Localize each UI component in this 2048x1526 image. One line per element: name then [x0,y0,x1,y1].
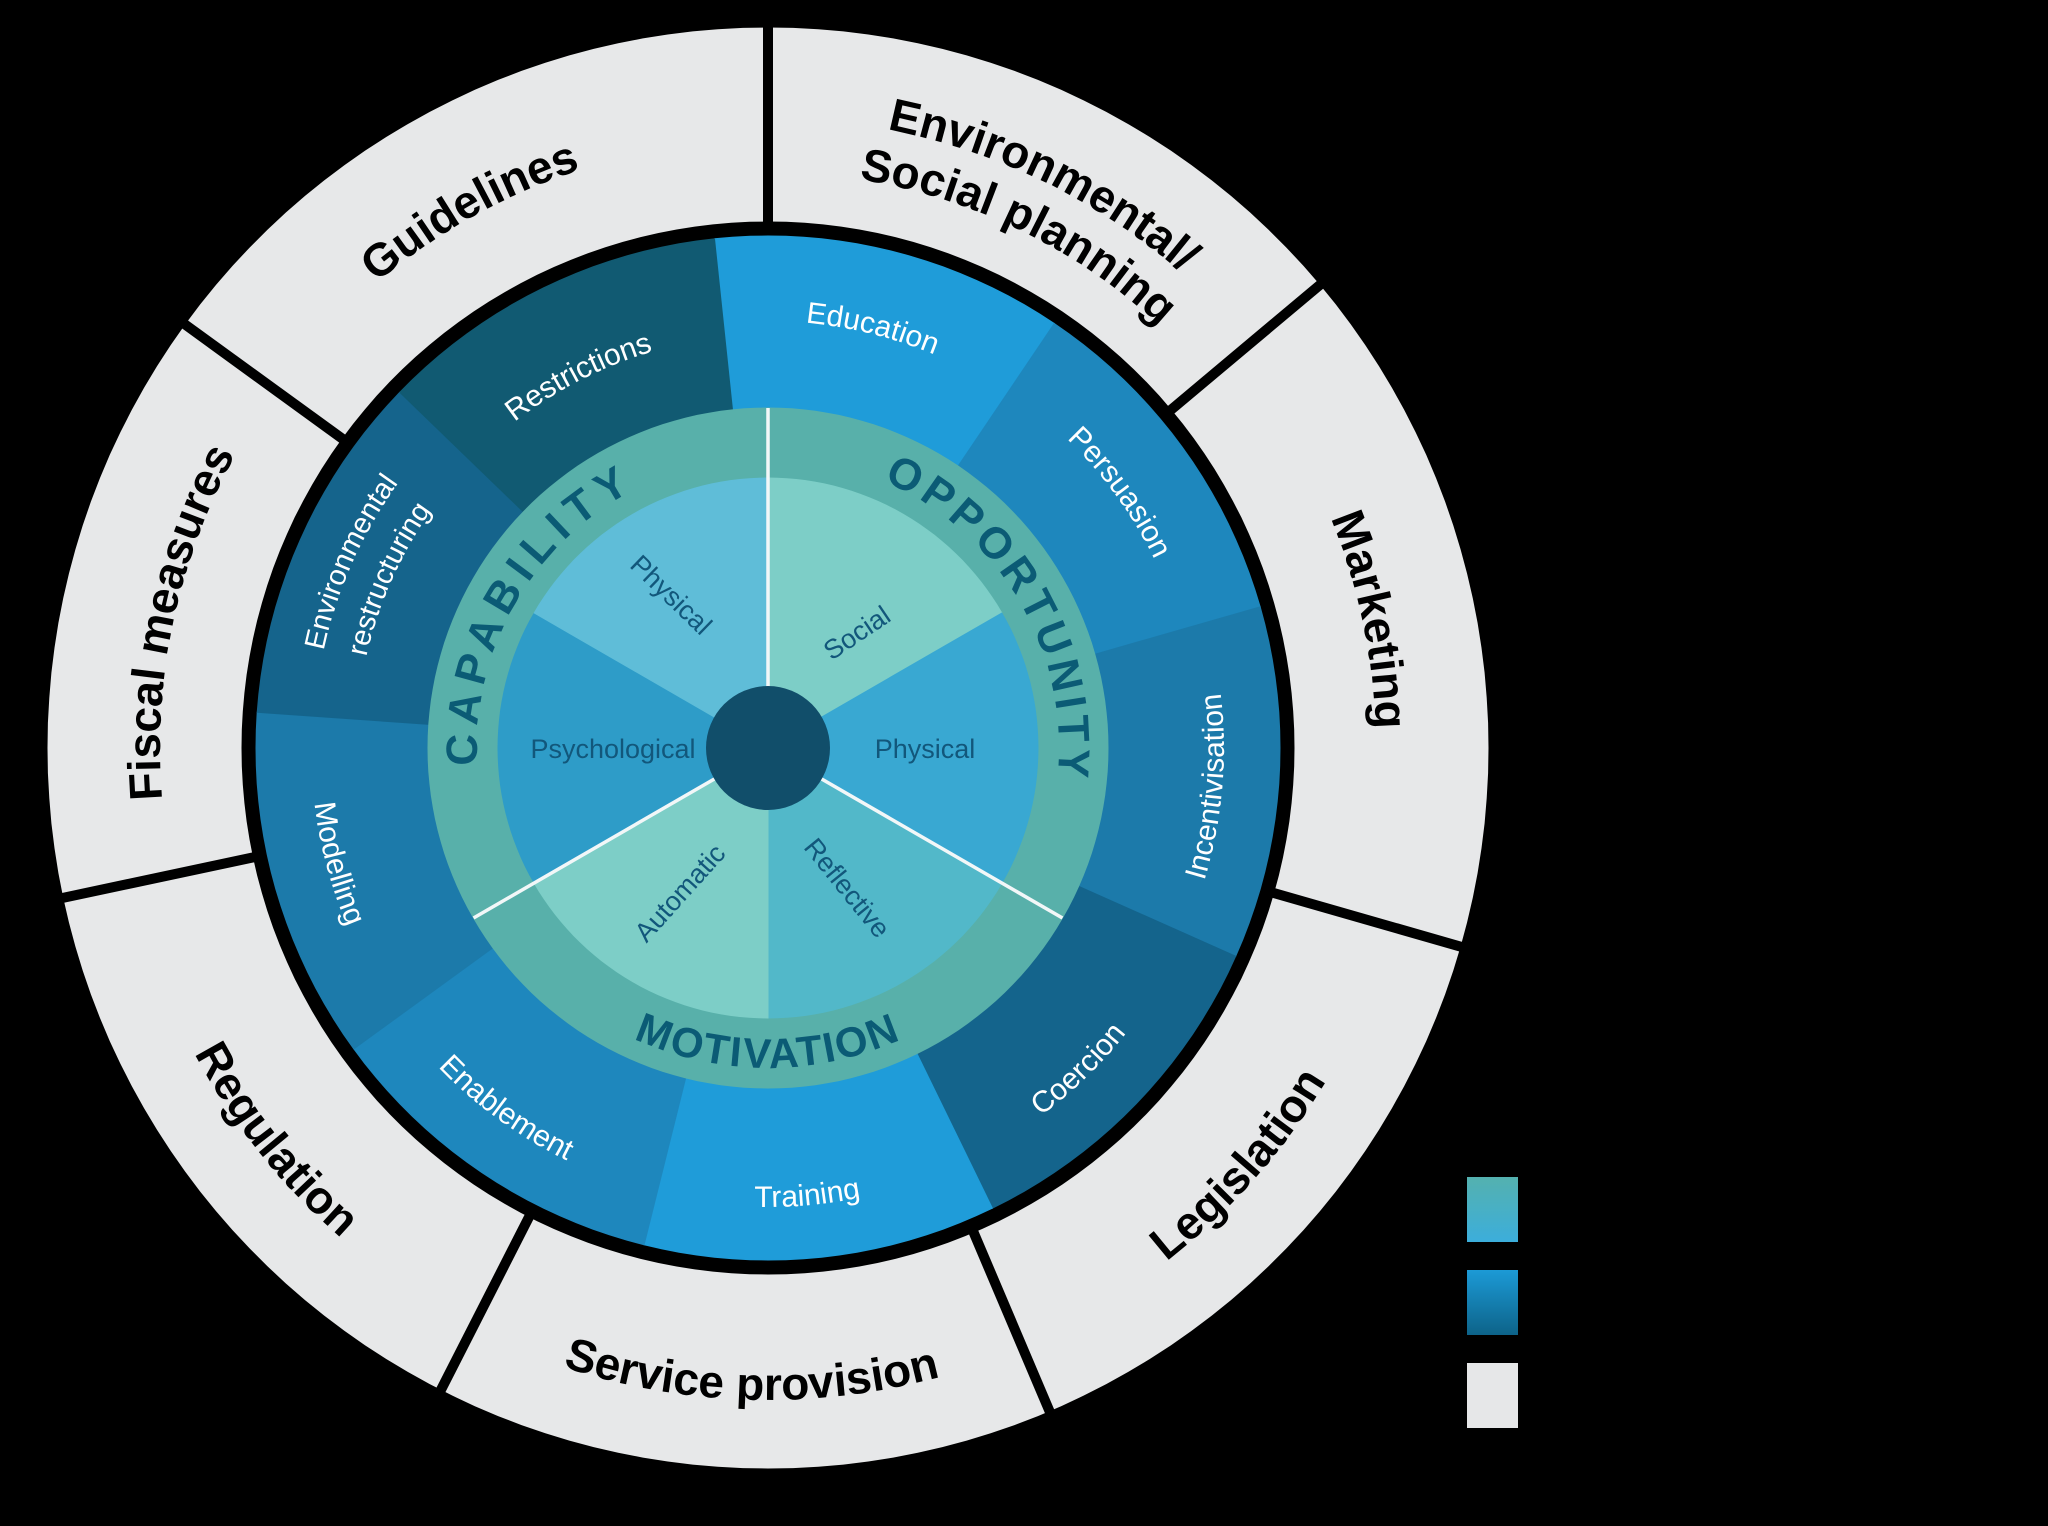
com-divider-240 [472,771,726,920]
policy-divider-marketing [1155,280,1325,425]
policy-divider-fiscal-measures [60,849,271,904]
sector-social [767,477,1003,749]
policy-divider-guidelines [180,319,359,453]
sector-automatic [533,747,769,1019]
legend-swatch-policy-categories [1467,1363,1518,1428]
hub [706,686,830,810]
sector-reflective [767,747,1003,1019]
com-divider-120 [810,771,1064,920]
legend-swatch-intervention-functions [1467,1270,1518,1335]
policy-divider-service-provision [962,1215,1055,1415]
sector-physical [767,612,1039,884]
sector-label-physical: Physical [875,734,976,764]
sector-label-psychological: Psychological [530,734,695,764]
sector-psychological [497,612,769,884]
policy-divider-legislation [1256,883,1464,952]
policy-divider-regulation [435,1200,541,1394]
legend-swatch-sources-of-behaviour [1467,1177,1518,1242]
sector-physical [533,477,769,749]
